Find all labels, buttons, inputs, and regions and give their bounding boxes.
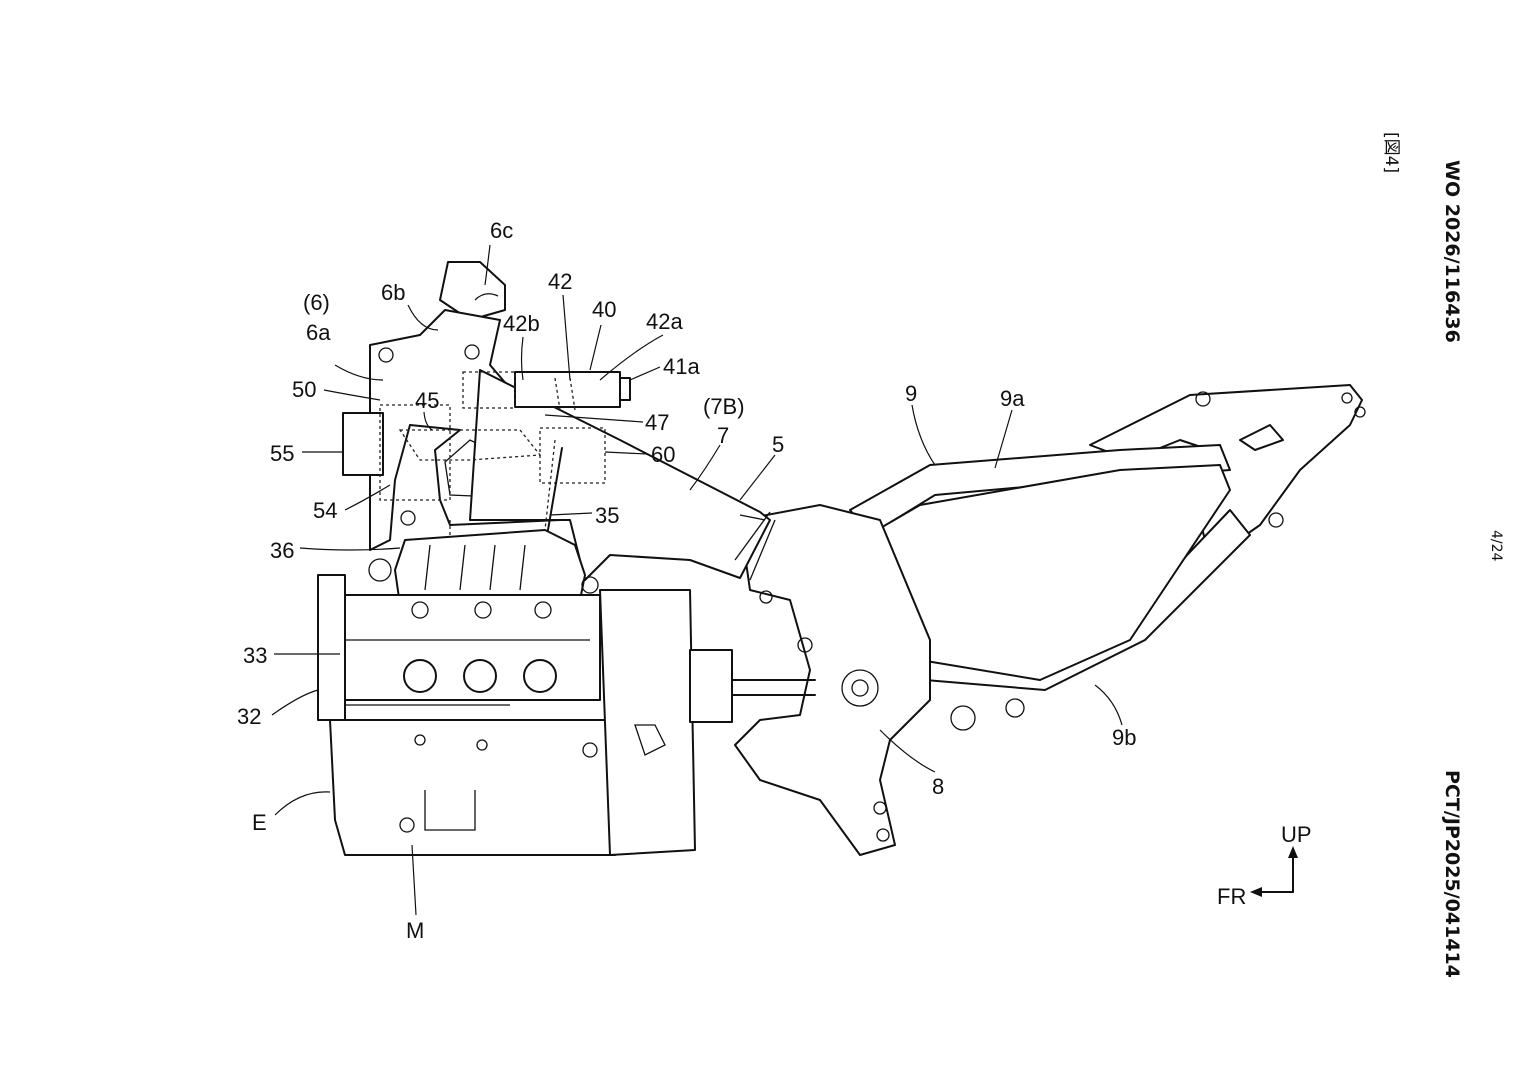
label-50: 50 bbox=[292, 377, 316, 402]
label-9b: 9b bbox=[1112, 725, 1136, 750]
label-9: 9 bbox=[905, 381, 917, 406]
front-arrowhead-icon bbox=[1250, 887, 1262, 897]
label-40: 40 bbox=[592, 297, 616, 322]
label-41a: 41a bbox=[663, 354, 700, 379]
label-60: 60 bbox=[651, 442, 675, 467]
label-45: 45 bbox=[415, 388, 439, 413]
label-6b: 6b bbox=[381, 280, 405, 305]
orientation-indicator: UP FR bbox=[1217, 822, 1312, 909]
label-32: 32 bbox=[237, 704, 261, 729]
up-label: UP bbox=[1281, 822, 1312, 847]
label-42: 42 bbox=[548, 269, 572, 294]
up-arrowhead-icon bbox=[1288, 846, 1298, 858]
label-9a: 9a bbox=[1000, 386, 1025, 411]
label-42b: 42b bbox=[503, 311, 540, 336]
engine-unit-drawing bbox=[317, 529, 816, 856]
front-label: FR bbox=[1217, 884, 1246, 909]
publication-number: WO 2026/116436 bbox=[1441, 160, 1463, 343]
label-5: 5 bbox=[772, 432, 784, 457]
label-35: 35 bbox=[595, 503, 619, 528]
label-6c: 6c bbox=[490, 218, 513, 243]
label-6a: 6a bbox=[306, 320, 331, 345]
main-frame-drawing bbox=[342, 261, 771, 581]
application-number: PCT/JP2025/041414 bbox=[1441, 770, 1463, 978]
label-7B: (7B) bbox=[703, 394, 745, 419]
label-42a: 42a bbox=[646, 309, 683, 334]
page-header: WO 2026/116436 PCT/JP2025/041414 [図4] 4/… bbox=[1381, 132, 1504, 978]
label-8: 8 bbox=[932, 774, 944, 799]
label-47: 47 bbox=[645, 410, 669, 435]
label-M: M bbox=[406, 918, 424, 943]
label-E: E bbox=[252, 810, 267, 835]
page-number: 4/24 bbox=[1488, 530, 1504, 562]
label-33: 33 bbox=[243, 643, 267, 668]
label-55: 55 bbox=[270, 441, 294, 466]
leader-lines bbox=[271, 244, 1123, 916]
label-7: 7 bbox=[717, 423, 729, 448]
label-36: 36 bbox=[270, 538, 294, 563]
rear-frame-drawing bbox=[734, 384, 1366, 856]
label-6: (6) bbox=[303, 290, 330, 315]
reference-labels: 6c 6b (6) 6a 50 45 55 54 36 33 32 E M 42… bbox=[237, 218, 1136, 943]
figure-label: [図4] bbox=[1381, 132, 1401, 173]
label-54: 54 bbox=[313, 498, 337, 523]
